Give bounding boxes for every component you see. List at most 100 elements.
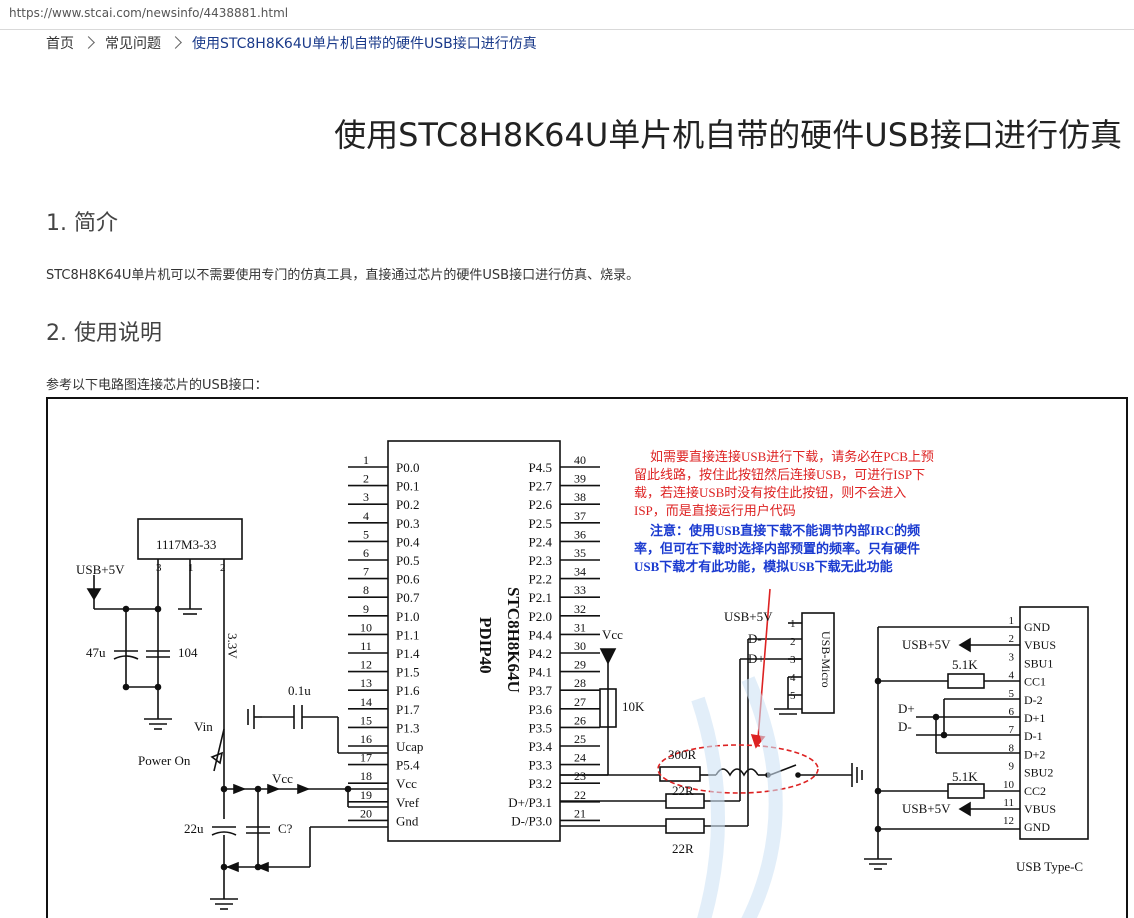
chip-left-pin-name: P1.1 [396, 627, 419, 642]
chip-left-pin-num: 13 [360, 676, 372, 690]
cap-22u-label: 22u [184, 821, 204, 836]
chip-right-pin-name: P2.4 [529, 534, 553, 549]
chip-left-pin-name: Vcc [396, 776, 417, 791]
r51a-body [947, 673, 985, 689]
typec-pin-name: GND [1024, 620, 1050, 634]
r51b-label: 5.1K [952, 769, 978, 784]
chip-name-label: STC8H8K64U [504, 587, 523, 693]
cap-q-label: C? [278, 821, 293, 836]
r51b-body [947, 783, 985, 799]
typec-pin-num: 1 [1009, 615, 1015, 627]
chip-package-label: PDIP40 [476, 617, 495, 674]
note-red-line3: 载，若连接USB时没有按住此按钮，则不会进入 [634, 485, 906, 500]
usage-text: 参考以下电路图连接芯片的USB接口： [46, 378, 268, 393]
chip-right-pin-num: 32 [574, 602, 586, 616]
breadcrumb-category[interactable]: 常见问题 [105, 36, 161, 52]
regulator-label: 1117M3-33 [156, 537, 216, 552]
typec-pin-name: D+2 [1024, 747, 1045, 761]
chip-right-pin-num: 38 [574, 490, 586, 504]
chip-right-pin-name: P2.2 [529, 572, 552, 587]
vin-label: Vin [194, 719, 213, 734]
breadcrumb-home[interactable]: 首页 [46, 36, 74, 52]
r22a-label: 22R [672, 783, 694, 798]
typec-pin-name: D-2 [1024, 693, 1043, 707]
r300-label: 300R [668, 747, 697, 762]
note-red: 如需要直接连接USB进行下载，请务必在PCB上预 留此线路，按住此按钮然后连接U… [634, 449, 934, 518]
cap-104-label: 104 [178, 645, 198, 660]
v33-label: 3.3V [225, 633, 240, 659]
micro-pin2: 2 [790, 636, 796, 648]
breadcrumb-current[interactable]: 使用STC8H8K64U单片机自带的硬件USB接口进行仿真 [192, 36, 537, 52]
chip-right-pin-name: P3.3 [529, 758, 552, 773]
chip-right-pin-num: 34 [574, 565, 586, 579]
micro-usb5v-label: USB+5V [724, 609, 773, 624]
chip-right-pin-name: P4.5 [529, 460, 552, 475]
chip-right-pin-num: 26 [574, 713, 586, 727]
chip-right-pin-name: D-/P3.0 [511, 813, 552, 828]
chip-right-pin-num: 27 [574, 695, 586, 709]
chip-left-pin-name: P0.1 [396, 479, 419, 494]
typec-label: USB Type-C [1016, 859, 1083, 874]
chip-right-pin-name: P3.7 [529, 683, 553, 698]
section-heading-usage: 2. 使用说明 [46, 321, 162, 346]
note-blue-line3: USB下载才有此功能，模拟USB下载无此功能 [634, 559, 893, 574]
cap-47u-label: 47u [86, 645, 106, 660]
chip-left-pin-num: 12 [360, 658, 372, 672]
typec-pin-name: VBUS [1024, 802, 1056, 816]
usb-micro-label: USB-Micro [819, 631, 833, 688]
micro-dplus-label: D+ [748, 651, 765, 666]
typec-dplus-label: D+ [898, 701, 915, 716]
chip-left-pin-num: 11 [360, 639, 372, 653]
micro-pin3: 3 [790, 654, 796, 666]
typec-pin-name: VBUS [1024, 638, 1056, 652]
chip-right-pin-num: 25 [574, 732, 586, 746]
typec-pin-name: CC2 [1024, 784, 1046, 798]
typec-pin-name: CC1 [1024, 675, 1046, 689]
chip-right-pin-num: 37 [574, 509, 586, 523]
chip-left-pin-num: 16 [360, 732, 372, 746]
r10k-label: 10K [622, 699, 645, 714]
typec-pin-name: SBU2 [1024, 766, 1053, 780]
chip-right-pin-num: 28 [574, 676, 586, 690]
typec-usb5v-top: USB+5V [902, 637, 951, 652]
address-bar[interactable]: https://www.stcai.com/newsinfo/4438881.h… [0, 0, 1134, 30]
note-red-line2: 留此线路，按住此按钮然后连接USB，可进行ISP下 [634, 467, 925, 482]
chip-right-pin-name: P4.4 [529, 627, 553, 642]
chip-left-pin-num: 6 [363, 546, 369, 560]
note-blue-line2: 率，但可在下载时选择内部预置的频率。只有硬件 [634, 541, 920, 556]
vcc-label-left: Vcc [272, 771, 293, 786]
vcc-label-right: Vcc [602, 627, 623, 642]
micro-dminus-label: D- [748, 631, 762, 646]
usb5v-label: USB+5V [76, 562, 125, 577]
chip-right-pin-name: P2.5 [529, 516, 552, 531]
chip-left-pin-name: Ucap [396, 739, 423, 754]
chip-right-pin-name: P2.6 [529, 497, 553, 512]
chip-left-pin-name: P1.6 [396, 683, 420, 698]
chip-right-pin-num: 29 [574, 658, 586, 672]
chip-left-pin-num: 8 [363, 583, 369, 597]
chip-right-pin-name: P4.1 [529, 665, 552, 680]
chip-right-pin-num: 39 [574, 472, 586, 486]
usb-typec-body [1019, 606, 1089, 840]
note-blue-line1: 注意：使用USB直接下载不能调节内部IRC的频 [650, 523, 920, 538]
chip-right-pin-name: P3.2 [529, 776, 552, 791]
typec-dminus-label: D- [898, 719, 912, 734]
chip-left-pin-num: 17 [360, 751, 372, 765]
typec-pin-name: D-1 [1024, 729, 1043, 743]
typec-pin-num: 6 [1009, 706, 1015, 718]
typec-pin-num: 12 [1003, 815, 1014, 827]
typec-pin-num: 8 [1009, 742, 1015, 754]
chip-left-pin-num: 9 [363, 602, 369, 616]
usb-micro-body [801, 612, 835, 714]
chip-right-pin-num: 36 [574, 527, 586, 541]
typec-pin-num: 2 [1009, 633, 1015, 645]
chip-left-pin-name: Gnd [396, 813, 419, 828]
chip-right-pin-num: 30 [574, 639, 586, 653]
chip-left-pin-name: P1.7 [396, 702, 420, 717]
typec-pin-num: 3 [1009, 651, 1015, 663]
chip-left-pin-num: 4 [363, 509, 369, 523]
chip-right-pin-num: 22 [574, 788, 586, 802]
power-on-label: Power On [138, 753, 191, 768]
